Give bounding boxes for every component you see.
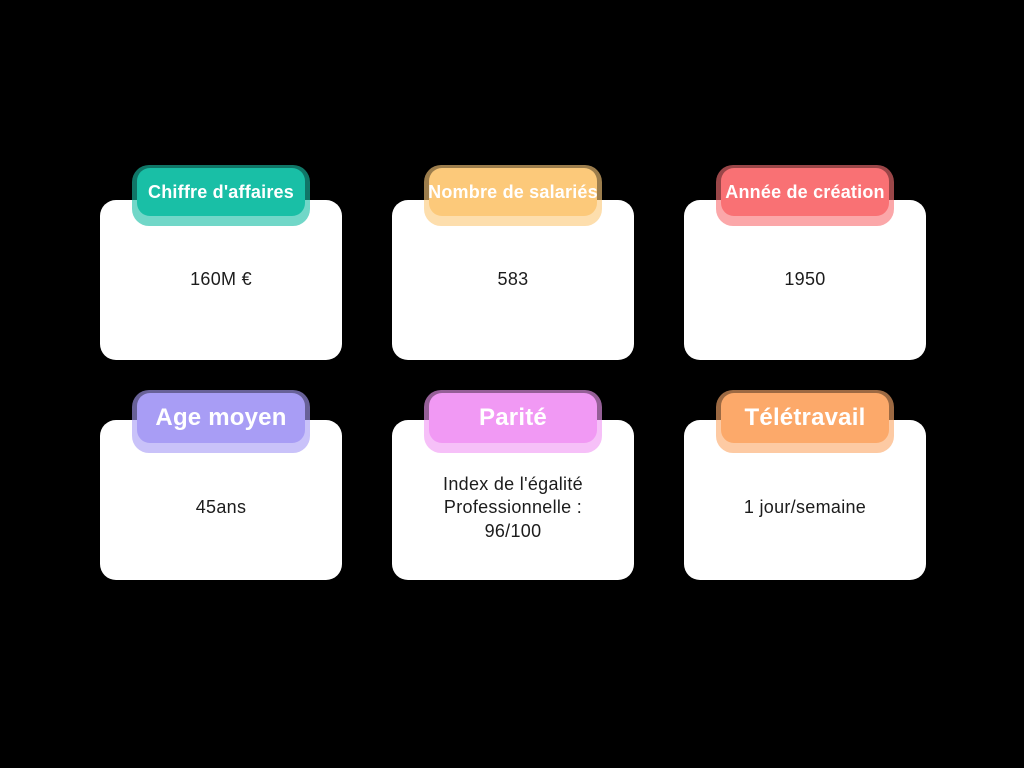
card-badge: Télétravail bbox=[716, 390, 894, 453]
badge-label: Nombre de salariés bbox=[428, 181, 598, 202]
card-badge: Chiffre d'affaires bbox=[132, 165, 310, 226]
stats-board: 160M € Chiffre d'affaires 583 Nombre de … bbox=[100, 165, 926, 580]
card-surface: 160M € bbox=[100, 200, 342, 360]
card-badge: Age moyen bbox=[132, 390, 310, 453]
card-teletravail: 1 jour/semaine Télétravail bbox=[684, 390, 926, 580]
badge-label: Age moyen bbox=[155, 404, 287, 431]
card-age-moyen: 45ans Age moyen bbox=[100, 390, 342, 580]
card-nombre-salaries: 583 Nombre de salariés bbox=[392, 165, 634, 360]
card-value: 1 jour/semaine bbox=[743, 497, 867, 518]
card-surface: 583 bbox=[392, 200, 634, 360]
badge-label: Télétravail bbox=[744, 404, 866, 431]
badge-label: Chiffre d'affaires bbox=[148, 181, 294, 202]
card-badge: Parité bbox=[424, 390, 602, 453]
badge-label: Parité bbox=[479, 404, 547, 431]
card-value: 1950 bbox=[784, 269, 826, 290]
card-badge: Année de création bbox=[716, 165, 894, 226]
card-value: 583 bbox=[497, 269, 529, 290]
badge-label: Année de création bbox=[725, 181, 885, 202]
card-parite: Index de l'égalité Professionnelle : 96/… bbox=[392, 390, 634, 580]
card-badge: Nombre de salariés bbox=[424, 165, 602, 226]
card-value: Index de l'égalité Professionnelle : 96/… bbox=[443, 473, 583, 541]
card-value: 160M € bbox=[190, 269, 252, 290]
card-surface: 1950 bbox=[684, 200, 926, 360]
card-chiffre-affaires: 160M € Chiffre d'affaires bbox=[100, 165, 342, 360]
card-value: 45ans bbox=[195, 497, 247, 518]
card-annee-creation: 1950 Année de création bbox=[684, 165, 926, 360]
